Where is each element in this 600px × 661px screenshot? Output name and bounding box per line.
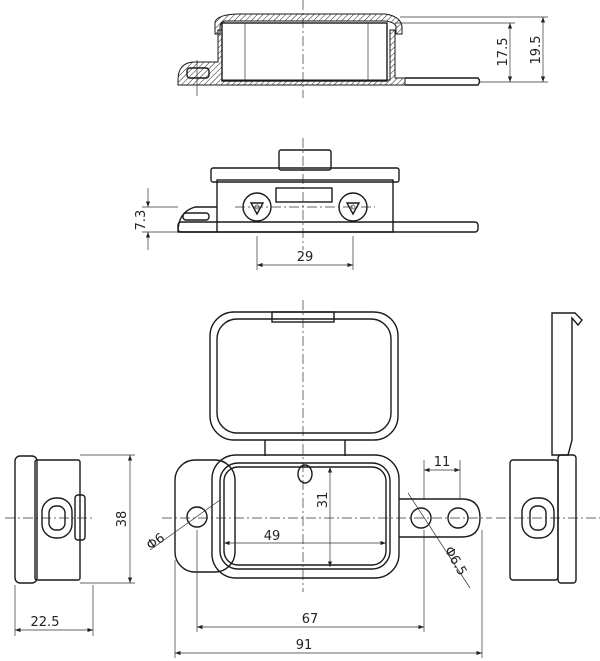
mount-hole-right — [410, 507, 432, 529]
dim-17-5: 17.5 — [496, 38, 511, 67]
dim-38: 38 — [115, 511, 130, 528]
dim-hole-6-5: Φ6.5 — [441, 544, 469, 578]
dim-19-5: 19.5 — [529, 36, 544, 65]
section-view: 17.5 19.5 — [177, 0, 548, 98]
mount-hole-extra — [447, 507, 469, 529]
mount-hole-left — [186, 506, 208, 528]
dim-11: 11 — [434, 455, 451, 470]
left-side-view: 38 22.5 — [5, 454, 135, 636]
dim-91: 91 — [296, 638, 313, 653]
dim-49: 49 — [264, 529, 281, 544]
dim-67: 67 — [302, 612, 319, 627]
plan-view: Φ6 Φ6.5 49 31 11 67 91 — [144, 300, 492, 658]
dim-31: 31 — [316, 492, 331, 509]
right-side-view — [496, 312, 600, 584]
dim-22-5: 22.5 — [31, 615, 60, 630]
dim-29: 29 — [297, 250, 314, 265]
dim-7-3: 7.3 — [134, 210, 149, 231]
dim-hole-6: Φ6 — [144, 531, 168, 554]
front-view: 7.3 29 — [134, 138, 479, 270]
